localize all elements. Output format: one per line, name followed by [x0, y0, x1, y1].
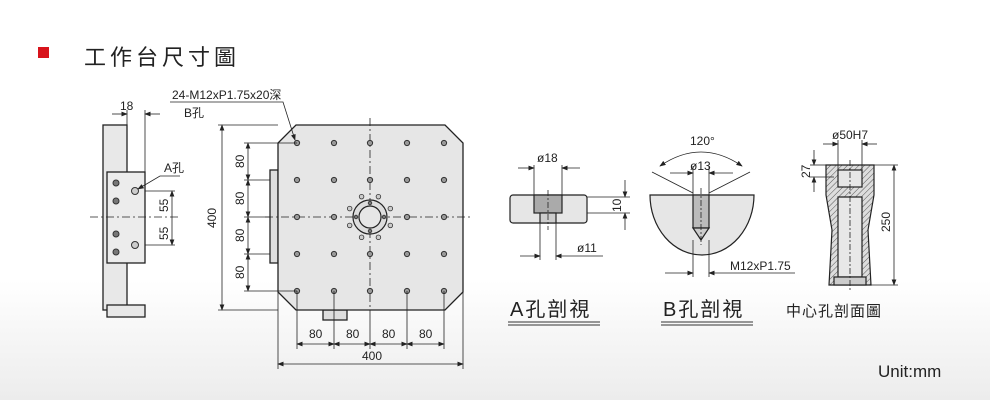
b-hole — [440, 139, 448, 147]
title-bullet-icon — [38, 47, 49, 58]
center-bolt-hole — [375, 234, 382, 241]
b-hole — [366, 176, 374, 184]
top-view — [170, 101, 470, 369]
center-pin-hole — [381, 214, 387, 220]
vertical-dim: 80 — [233, 191, 247, 205]
section-b — [649, 151, 795, 277]
thread-label: M12xP1.75 — [730, 259, 791, 273]
center-bolt-hole — [346, 205, 353, 212]
horizontal-dim: 80 — [309, 327, 323, 341]
vertical-dim: 80 — [233, 265, 247, 279]
b-hole — [366, 250, 374, 258]
a-hole-label: A孔 — [164, 161, 184, 175]
b-hole — [440, 213, 448, 221]
b-hole — [330, 139, 338, 147]
bore-dia: ø50H7 — [832, 128, 868, 142]
b-hole — [366, 139, 374, 147]
horizontal-dim: 80 — [419, 327, 433, 341]
center-pin-hole — [367, 200, 373, 206]
side-dim-upper: 55 — [157, 198, 171, 212]
b-hole-label: B孔 — [184, 106, 204, 120]
drill-dia: ø13 — [690, 159, 711, 173]
side-dim-lower: 55 — [157, 226, 171, 240]
side-width-dim: 18 — [120, 99, 134, 113]
caption-b-section: B孔剖視 — [663, 298, 744, 321]
section-a — [509, 165, 630, 260]
center-pin-hole — [367, 228, 373, 234]
b-hole — [440, 250, 448, 258]
b-hole — [403, 176, 411, 184]
total-height: 250 — [879, 212, 893, 232]
b-hole — [330, 213, 338, 221]
unit-label: Unit:mm — [878, 362, 941, 381]
section-center — [810, 140, 898, 290]
b-hole — [293, 176, 301, 184]
hole-dia: ø11 — [577, 241, 597, 255]
b-hole — [293, 213, 301, 221]
b-hole — [403, 250, 411, 258]
thread-spec-label: 24-M12xP1.75x20深 — [172, 88, 281, 102]
horizontal-dim: 80 — [382, 327, 396, 341]
center-bolt-hole — [358, 234, 365, 241]
b-hole — [403, 213, 411, 221]
center-bolt-hole — [387, 222, 394, 229]
vertical-dim: 80 — [233, 228, 247, 242]
b-hole — [440, 176, 448, 184]
center-bolt-hole — [358, 193, 365, 200]
depth-dim: 10 — [610, 198, 624, 212]
counterbore-dia: ø18 — [537, 151, 558, 165]
center-pin-hole — [353, 214, 359, 220]
b-hole — [330, 176, 338, 184]
caption-center-section: 中心孔剖面圖 — [786, 303, 882, 320]
center-bolt-hole — [375, 193, 382, 200]
bore-depth: 27 — [799, 164, 813, 178]
center-bolt-hole — [346, 222, 353, 229]
vertical-total-dim: 400 — [205, 208, 219, 228]
vertical-dim: 80 — [233, 154, 247, 168]
center-bolt-hole — [387, 205, 394, 212]
b-hole — [293, 250, 301, 258]
horizontal-dim: 80 — [346, 327, 360, 341]
angle-dim: 120° — [690, 134, 715, 148]
side-view — [90, 110, 180, 318]
b-hole — [366, 287, 374, 295]
b-hole — [403, 139, 411, 147]
page-title: 工作台尺寸圖 — [84, 46, 241, 71]
b-hole — [330, 250, 338, 258]
caption-a-section: A孔剖視 — [510, 298, 591, 321]
horizontal-total-dim: 400 — [362, 349, 382, 363]
